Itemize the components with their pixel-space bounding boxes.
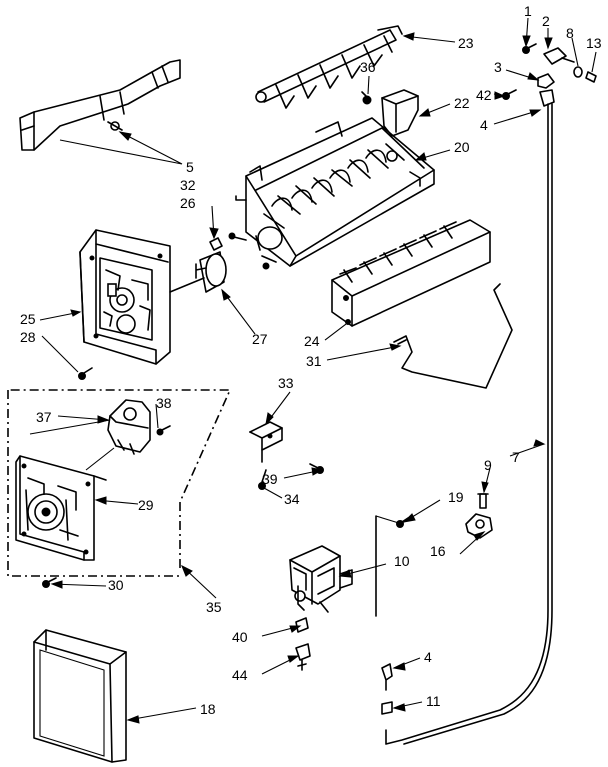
label-32: 32 bbox=[180, 177, 196, 193]
label-37: 37 bbox=[36, 409, 52, 425]
label-9: 9 bbox=[484, 457, 492, 473]
part-31-shutoff-arm bbox=[393, 283, 513, 389]
part-2-fitting bbox=[543, 47, 575, 65]
label-20: 20 bbox=[454, 139, 470, 155]
label-40: 40 bbox=[232, 629, 248, 645]
label-28: 28 bbox=[20, 329, 36, 345]
label-25: 25 bbox=[20, 311, 36, 327]
part-10-water-valve bbox=[289, 515, 403, 617]
part-44-fitting bbox=[295, 643, 311, 671]
part-40-nut bbox=[295, 617, 309, 633]
label-1: 1 bbox=[524, 3, 532, 19]
label-8: 8 bbox=[566, 25, 574, 41]
part-27-coupling bbox=[195, 251, 227, 293]
part-35-kit-box bbox=[7, 389, 232, 577]
label-5: 5 bbox=[186, 159, 194, 175]
label-10: 10 bbox=[394, 553, 410, 569]
label-34: 34 bbox=[284, 491, 300, 507]
part-34-screw bbox=[258, 469, 267, 490]
part-number-labels: 1 2 8 13 23 36 3 42 22 4 20 5 32 26 25 2… bbox=[20, 3, 602, 717]
part-24-stripper bbox=[331, 219, 491, 327]
part-11-ferrule bbox=[381, 701, 393, 715]
part-38-screw bbox=[156, 425, 171, 436]
label-44: 44 bbox=[232, 667, 248, 683]
label-29: 29 bbox=[138, 497, 154, 513]
part-9-screw bbox=[477, 493, 489, 509]
part-1-screw bbox=[522, 43, 537, 54]
part-36-screw bbox=[361, 91, 372, 105]
part-28-screw bbox=[78, 367, 93, 380]
label-31: 31 bbox=[306, 353, 322, 369]
label-26: 26 bbox=[180, 195, 196, 211]
label-2: 2 bbox=[542, 13, 550, 29]
label-3: 3 bbox=[494, 59, 502, 75]
part-29-module bbox=[15, 419, 115, 561]
label-39: 39 bbox=[262, 471, 278, 487]
label-4-lower: 4 bbox=[424, 649, 432, 665]
part-37-motor bbox=[107, 399, 151, 455]
part-4-upper-fitting bbox=[539, 89, 555, 107]
part-22-cover bbox=[381, 89, 419, 137]
label-36: 36 bbox=[360, 59, 376, 75]
label-24: 24 bbox=[304, 333, 320, 349]
label-35: 35 bbox=[206, 599, 222, 615]
label-38: 38 bbox=[156, 395, 172, 411]
arrowheads bbox=[50, 32, 553, 724]
part-19-screw bbox=[396, 517, 409, 528]
part-8-ring bbox=[573, 66, 583, 78]
label-27: 27 bbox=[252, 331, 268, 347]
part-30-screw bbox=[42, 577, 57, 588]
label-23: 23 bbox=[458, 35, 474, 51]
part-25-housing bbox=[79, 229, 205, 365]
label-19: 19 bbox=[448, 489, 464, 505]
label-30: 30 bbox=[108, 577, 124, 593]
label-16: 16 bbox=[430, 543, 446, 559]
label-42: 42 bbox=[476, 87, 492, 103]
part-20-ice-mold bbox=[228, 117, 435, 270]
part-3-nut bbox=[537, 73, 555, 89]
label-33: 33 bbox=[278, 375, 294, 391]
part-32-fill-tube-bracket bbox=[19, 59, 181, 151]
part-16-clamp bbox=[465, 513, 493, 539]
part-42-screw bbox=[502, 89, 517, 100]
label-4-upper: 4 bbox=[480, 117, 488, 133]
part-33-bracket bbox=[249, 421, 283, 463]
label-7: 7 bbox=[512, 449, 520, 465]
leader-lines bbox=[39, 17, 597, 721]
label-11: 11 bbox=[426, 693, 441, 709]
part-7-water-tube bbox=[385, 103, 553, 745]
label-13: 13 bbox=[586, 35, 602, 51]
part-18-panel bbox=[33, 629, 127, 763]
part-23-ejector bbox=[255, 25, 403, 109]
label-18: 18 bbox=[200, 701, 216, 717]
part-13-screw bbox=[585, 71, 597, 83]
part-4-lower-fitting bbox=[381, 663, 393, 691]
part-26-clip bbox=[209, 237, 223, 251]
label-22: 22 bbox=[454, 95, 470, 111]
